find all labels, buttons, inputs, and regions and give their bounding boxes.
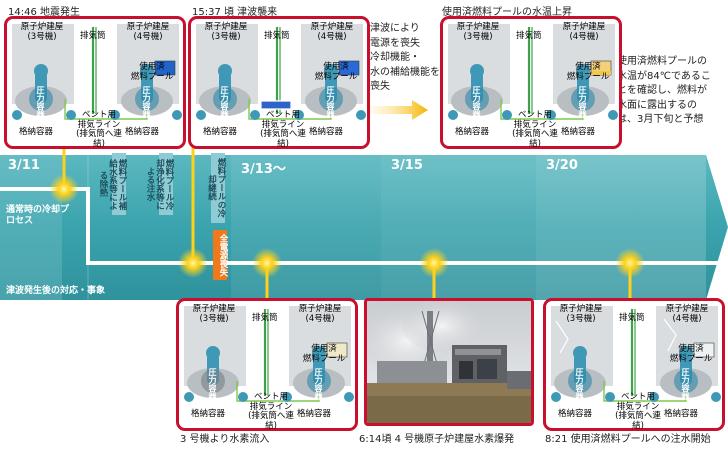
event-pool-injection: 8:21 使用済燃料プールへの注水開始: [545, 434, 711, 445]
plant-panel-injection: 原子炉建屋(3号機) 原子炉建屋(4号機) 排気筒 使用済燃料プール 圧力容器 …: [543, 298, 725, 431]
vlabel-total-power-loss: 全電源喪失: [213, 230, 228, 280]
stack-label: 排気筒: [252, 313, 278, 323]
stack-label: 排気筒: [80, 31, 106, 41]
pcv-label-unit4: 格納容器: [664, 409, 699, 419]
pcv-label-unit3: 格納容器: [203, 127, 238, 137]
rpv-label-unit3: 圧力容器: [36, 86, 45, 118]
spent-pool-label: 使用済燃料プール: [314, 62, 358, 82]
rpv-label-unit4: 圧力容器: [681, 368, 690, 400]
plant-panel-tsunami: 原子炉建屋(3号機) 原子炉建屋(4号機) 排気筒 使用済燃料プール 圧力容器 …: [188, 16, 370, 149]
date-label-3-20: 3/20: [546, 158, 578, 173]
rpv-label-unit4: 圧力容器: [142, 86, 151, 118]
phase-label-normal-cooling: 通常時の冷却プロセス: [6, 205, 70, 226]
explosion-photo: [364, 298, 534, 426]
pcv-label-unit3: 格納容器: [19, 127, 54, 137]
reactor-vessel-icon: [451, 64, 503, 116]
plant-drawing: [196, 24, 366, 120]
event-tsunami: 15:37 頃 津波襲来: [192, 7, 278, 18]
reactor-vessel-icon: [557, 64, 609, 116]
pcv-label-unit3: 格納容器: [191, 409, 226, 419]
reactor-vessel-icon: [660, 346, 712, 398]
pcv-label-unit4: 格納容器: [561, 127, 596, 137]
event-unit4-explosion: 6:14頃 4 号機原子炉建屋水素爆発: [359, 434, 515, 445]
event-unit3-hydrogen: 3 号機より水素流入: [180, 434, 270, 445]
pcv-label-unit4: 格納容器: [125, 127, 160, 137]
rpv-label-unit4: 圧力容器: [314, 368, 323, 400]
temperature-note: 使用済燃料プールの 水温が84℃であるこ とを確認し、燃料が 水面に露出するの …: [617, 56, 711, 125]
plant-panel-temp-rise: 原子炉建屋(3号機) 原子炉建屋(4号機) 排気筒 使用済燃料プール 圧力容器 …: [440, 16, 622, 149]
plant-panel-quake: 原子炉建屋(3号機) 原子炉建屋(4号機) 排気筒 使用済燃料プール 圧力容器 …: [4, 16, 186, 149]
pcv-label-unit4: 格納容器: [309, 127, 344, 137]
stack-label: 排気筒: [516, 31, 542, 41]
pcv-label-unit4: 格納容器: [297, 409, 332, 419]
reactor-vessel-icon: [305, 64, 357, 116]
vlabel-cooling-continue: 燃料プールの冷却継続: [207, 153, 226, 223]
stack-label: 排気筒: [619, 313, 645, 323]
reactor-vessel-icon: [293, 346, 345, 398]
date-label-3-15: 3/15: [391, 158, 423, 173]
pcv-label-unit3: 格納容器: [558, 409, 593, 419]
vlabel-water-supply: 燃料プール補給水系等による除熱: [98, 153, 127, 215]
tsunami-note: 津波により 電源を喪失 冷却機能・ 水の補給機能を 喪失: [370, 23, 440, 92]
pcv-label-unit3: 格納容器: [455, 127, 490, 137]
reactor-vessel-icon: [199, 64, 251, 116]
rpv-label-unit4: 圧力容器: [326, 86, 335, 118]
reactor-vessel-icon: [121, 64, 173, 116]
plant-panel-hydrogen: 原子炉建屋(3号機) 原子炉建屋(4号機) 排気筒 使用済燃料プール 圧力容器 …: [176, 298, 358, 431]
plant-drawing: [184, 306, 354, 402]
plant-drawing: [551, 306, 721, 402]
rpv-label-unit4: 圧力容器: [578, 86, 587, 118]
date-label-3-13: 3/13〜: [241, 162, 286, 177]
arrow-right-icon: [370, 100, 428, 120]
rpv-label-unit3: 圧力容器: [208, 368, 217, 400]
rpv-label-unit3: 圧力容器: [575, 368, 584, 400]
date-label-3-11: 3/11: [8, 158, 40, 173]
phase-label-post-quake: 津波発生後の対応・事象: [6, 286, 106, 296]
event-quake: 14:46 地震発生: [8, 7, 80, 18]
stack-label: 排気筒: [264, 31, 290, 41]
rpv-label-unit3: 圧力容器: [472, 86, 481, 118]
spent-pool-label: 使用済燃料プール: [566, 62, 610, 82]
vlabel-cooling-purify: 燃料プール冷却浄化系等による注水: [145, 153, 174, 215]
reactor-vessel-icon: [554, 346, 606, 398]
reactor-vessel-icon: [187, 346, 239, 398]
plant-drawing: [448, 24, 618, 120]
plant-drawing: [12, 24, 182, 120]
rpv-label-unit3: 圧力容器: [220, 86, 229, 118]
reactor-vessel-icon: [15, 64, 67, 116]
spent-pool-label: 使用済燃料プール: [669, 344, 713, 364]
spent-pool-label: 使用済燃料プール: [130, 62, 174, 82]
glow-marker-icon: [49, 174, 645, 278]
spent-pool-label: 使用済燃料プール: [302, 344, 346, 364]
event-pool-temp-rise: 使用済燃料プールの水温上昇: [442, 7, 572, 18]
explosion-photo-image: [367, 301, 531, 423]
